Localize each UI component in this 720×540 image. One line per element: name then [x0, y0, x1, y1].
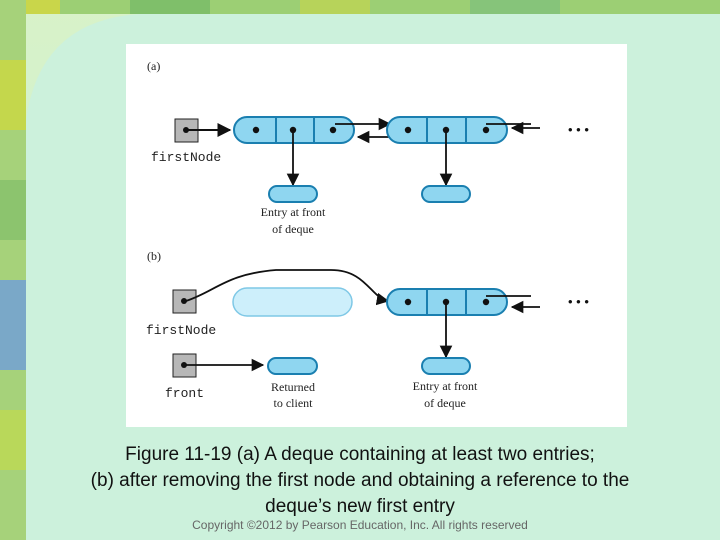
returned-label-line-2: to client: [274, 396, 314, 410]
entry-box-front: [268, 185, 318, 203]
first-node-label-b: firstNode: [146, 323, 216, 338]
new-front-entry-box: [421, 357, 471, 375]
copyright-notice: Copyright ©2012 by Pearson Education, In…: [192, 518, 528, 532]
entry-at-front-label-b-line-2: of deque: [424, 396, 466, 410]
caption-line-3: deque’s new first entry: [265, 496, 455, 517]
entry-at-front-label-a-line-2: of deque: [272, 222, 314, 236]
part-a-label: (a): [147, 59, 160, 73]
ellipsis-a: • • •: [568, 122, 589, 137]
removed-node: [232, 287, 353, 317]
ellipsis-b: • • •: [568, 294, 589, 309]
deque-diagram: (a) firstNode •: [146, 59, 589, 410]
reference-dot: [183, 127, 189, 133]
part-b-label: (b): [147, 249, 161, 263]
figure-caption: Figure 11-19 (a) A deque containing at l…: [40, 442, 680, 520]
node-1: [233, 116, 355, 144]
front-label: front: [165, 386, 204, 401]
entry-box-second: [421, 185, 471, 203]
front-reference-dot: [181, 362, 187, 368]
caption-line-2: (b) after removing the first node and ob…: [90, 470, 630, 491]
first-node-label: firstNode: [151, 150, 221, 165]
figure-panel: (a) firstNode •: [126, 44, 627, 427]
caption-line-1: Figure 11-19 (a) A deque containing at l…: [125, 444, 595, 465]
node-2-b: [386, 288, 508, 316]
returned-label-line-1: Returned: [271, 380, 315, 394]
returned-entry-box: [267, 357, 318, 375]
reference-dot-b: [181, 298, 187, 304]
node-2: [386, 116, 508, 144]
first-node-bypass-arrow: [185, 269, 390, 306]
entry-at-front-label-b-line-1: Entry at front: [413, 379, 478, 393]
entry-at-front-label-a-line-1: Entry at front: [261, 205, 326, 219]
